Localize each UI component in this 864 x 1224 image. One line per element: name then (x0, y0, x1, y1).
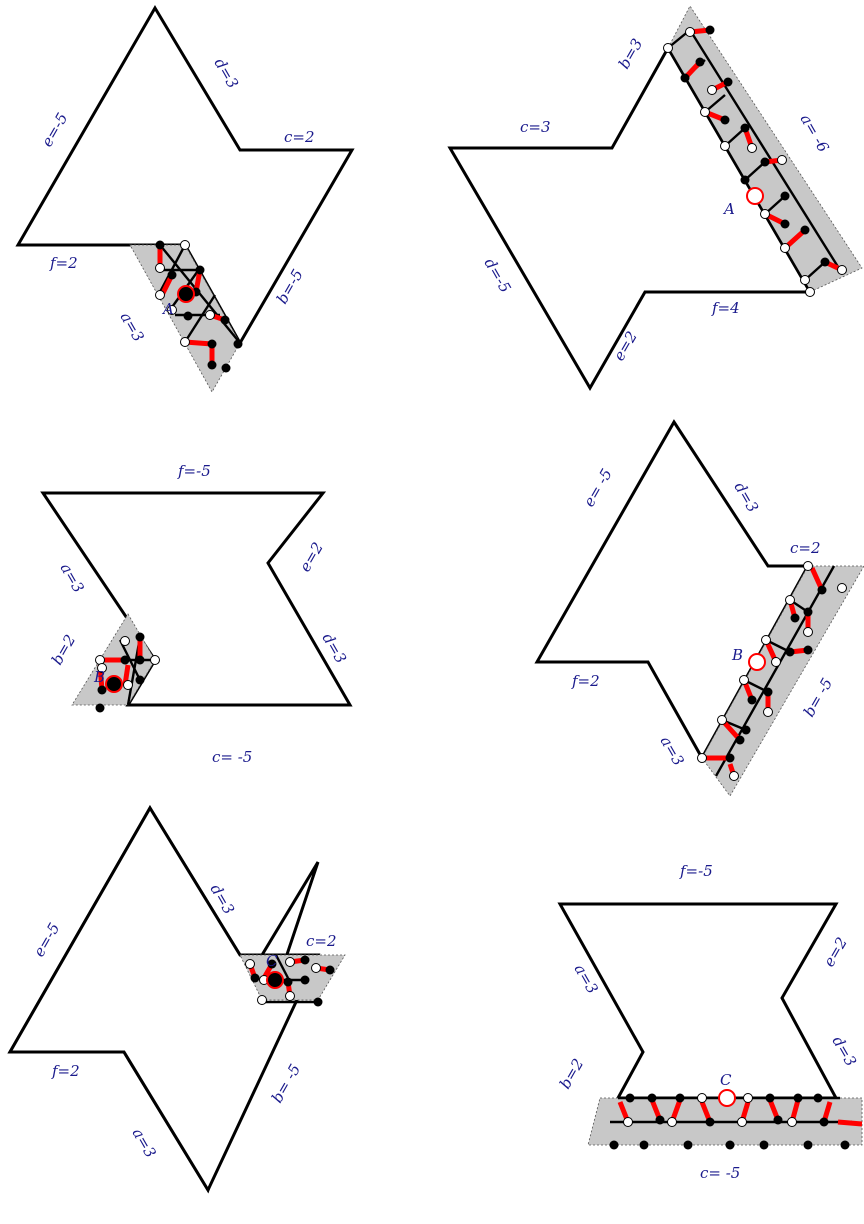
panel-1-label-f: f=2 (49, 254, 78, 272)
panel-5-marker (266, 971, 284, 989)
panel-4-label-d: d=3 (731, 479, 762, 515)
panel-6-label-e: e=2 (820, 934, 851, 970)
panel-1-marker-label: A (161, 300, 174, 318)
panel-4-marker-label: B (731, 646, 743, 664)
panel-4-label-e: e= -5 (580, 466, 616, 510)
panel-6-marker (718, 1089, 736, 1107)
panel-5-label-f: f=2 (51, 1062, 80, 1080)
panel-1-label-a: a=3 (117, 309, 148, 345)
panel-4-marker (748, 653, 766, 671)
panel-2-marker-label: A (722, 200, 735, 218)
panel-2-vertices (663, 25, 847, 297)
panel-2-marker (746, 187, 764, 205)
panel-6-marker-label: C (720, 1071, 732, 1089)
panel-6-label-b: b=2 (556, 1056, 587, 1092)
panel-1-label-c: c=2 (284, 128, 315, 146)
panel-2-label-c: c=3 (520, 118, 551, 136)
panel-3-label-f: f=-5 (177, 462, 211, 480)
panel-2-label-b: b=3 (615, 36, 646, 72)
panel-6-vertices (609, 1093, 850, 1150)
panel-5-marker-label: C (266, 952, 278, 970)
panel-2-label-a: a= -6 (797, 111, 833, 156)
panel-5-vertices (245, 955, 335, 1007)
panel-1-label-d: d=3 (211, 55, 242, 91)
panel-6: C f=-5 e=2 a=3 d=3 b=2 c= -5 (556, 862, 863, 1182)
panel-1-label-e: e=-5 (38, 110, 72, 150)
panel-5: C d=3 e=-5 c=2 f=2 b= -5 a=3 (7, 805, 346, 1194)
panel-6-label-c: c= -5 (700, 1164, 740, 1182)
panel-2-label-d: d=-5 (481, 255, 515, 296)
panel-3-label-c: c= -5 (212, 748, 252, 766)
panel-6-region-outline (557, 902, 839, 1100)
panel-1-vertices (155, 240, 243, 373)
panel-3-label-a: a=3 (57, 560, 88, 596)
panel-3-marker (105, 675, 123, 693)
panel-3-marker-label: B (93, 668, 105, 686)
panel-3: B f=-5 e=2 a=3 d=3 b=2 c= -5 (40, 462, 353, 766)
panel-1-marker (177, 285, 195, 303)
panel-4-label-f: f=2 (571, 672, 600, 690)
panel-4: B e= -5 d=3 c=2 f=2 b= -5 a=3 (534, 419, 864, 797)
panel-4-label-b: b= -5 (800, 675, 836, 720)
panel-5-label-c: c=2 (306, 932, 337, 950)
panel-5-label-a: a=3 (129, 1125, 160, 1161)
panel-4-label-c: c=2 (790, 539, 821, 557)
panel-4-label-a: a=3 (657, 733, 688, 769)
panel-5-label-e: e=-5 (30, 920, 64, 960)
panel-2: A b=3 c=3 a= -6 d=-5 f=4 e=2 (447, 5, 863, 391)
panel-6-label-f: f=-5 (679, 862, 713, 880)
panel-4-vertices (697, 561, 847, 781)
panel-3-label-e: e=2 (296, 539, 327, 575)
panel-3-region-outline (40, 491, 353, 707)
panel-6-label-d: d=3 (829, 1033, 860, 1069)
panel-5-label-b: b= -5 (268, 1061, 304, 1106)
panel-3-label-b: b=2 (48, 632, 79, 668)
panel-1: A d=3 c=2 e=-5 f=2 b=-5 a=3 (15, 5, 355, 393)
panel-3-vertices (95, 632, 160, 713)
panel-2-label-f: f=4 (711, 299, 740, 317)
